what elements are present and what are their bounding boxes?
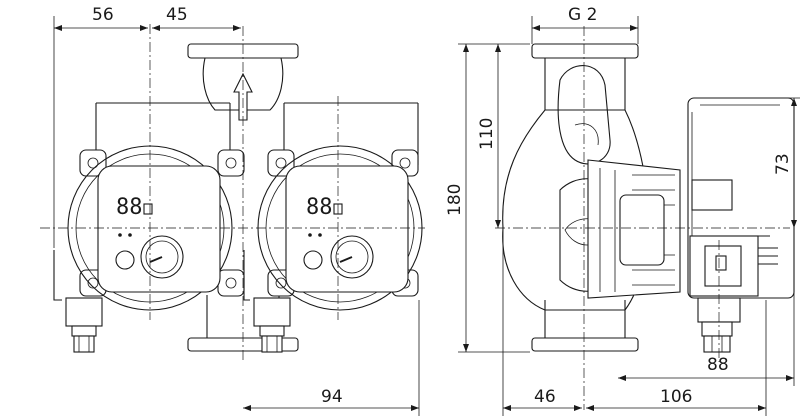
left-control-knob-icon[interactable] bbox=[140, 235, 184, 279]
dim-45-label: 45 bbox=[166, 5, 188, 25]
front-view: 88 bbox=[40, 5, 425, 416]
right-button-icon[interactable] bbox=[303, 250, 323, 270]
dim-56-label: 56 bbox=[92, 5, 114, 25]
left-button-icon[interactable] bbox=[115, 250, 135, 270]
dim-94-label: 94 bbox=[321, 387, 343, 407]
dim-thread-label: G 2 bbox=[568, 5, 597, 25]
left-pump-head: 88 bbox=[53, 102, 245, 353]
left-display-readout: 88 bbox=[116, 195, 143, 220]
right-pump-head: 88 bbox=[243, 102, 423, 353]
right-display-readout: 88 bbox=[306, 195, 333, 220]
side-view: G 2 180 110 73 88 46 106 bbox=[445, 5, 800, 416]
dim-110-label: 110 bbox=[477, 118, 497, 150]
dim-180-label: 180 bbox=[445, 184, 465, 216]
dim-88-label: 88 bbox=[707, 355, 729, 375]
control-module bbox=[687, 97, 795, 353]
dim-46-label: 46 bbox=[534, 387, 556, 407]
dim-106-label: 106 bbox=[660, 387, 692, 407]
dim-73-label: 73 bbox=[773, 153, 793, 175]
right-control-knob-icon[interactable] bbox=[330, 235, 374, 279]
